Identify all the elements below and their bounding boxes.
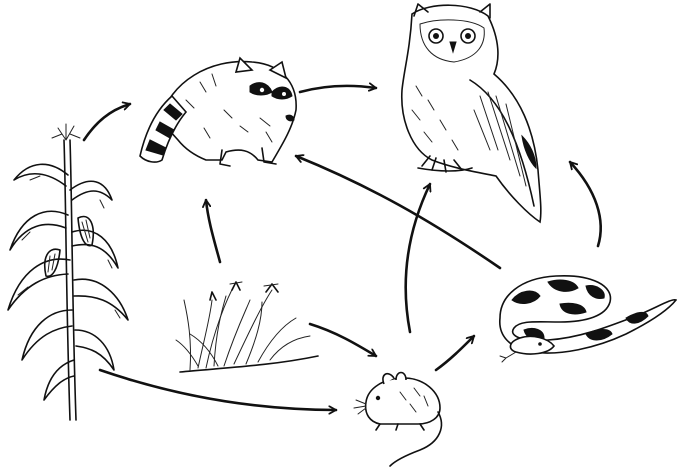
raccoon-icon [140, 58, 296, 166]
arrow-snake-to-owl [570, 162, 601, 246]
arrow-grass-to-mouse [310, 324, 376, 356]
arrow-snake-to-raccoon [296, 156, 500, 268]
arrow-corn-to-mouse [100, 370, 336, 410]
arrow-mouse-to-owl [406, 184, 430, 332]
arrow-mouse-to-snake [436, 336, 474, 370]
corn-plant-icon [8, 124, 128, 420]
arrow-raccoon-to-owl [300, 86, 376, 92]
owl-icon [402, 4, 541, 222]
snake-icon [500, 276, 676, 362]
mouse-icon [354, 373, 441, 467]
arrow-grass-to-raccoon [206, 200, 220, 262]
arrow-corn-to-raccoon [84, 104, 130, 140]
grass-tuft-icon [176, 282, 318, 372]
